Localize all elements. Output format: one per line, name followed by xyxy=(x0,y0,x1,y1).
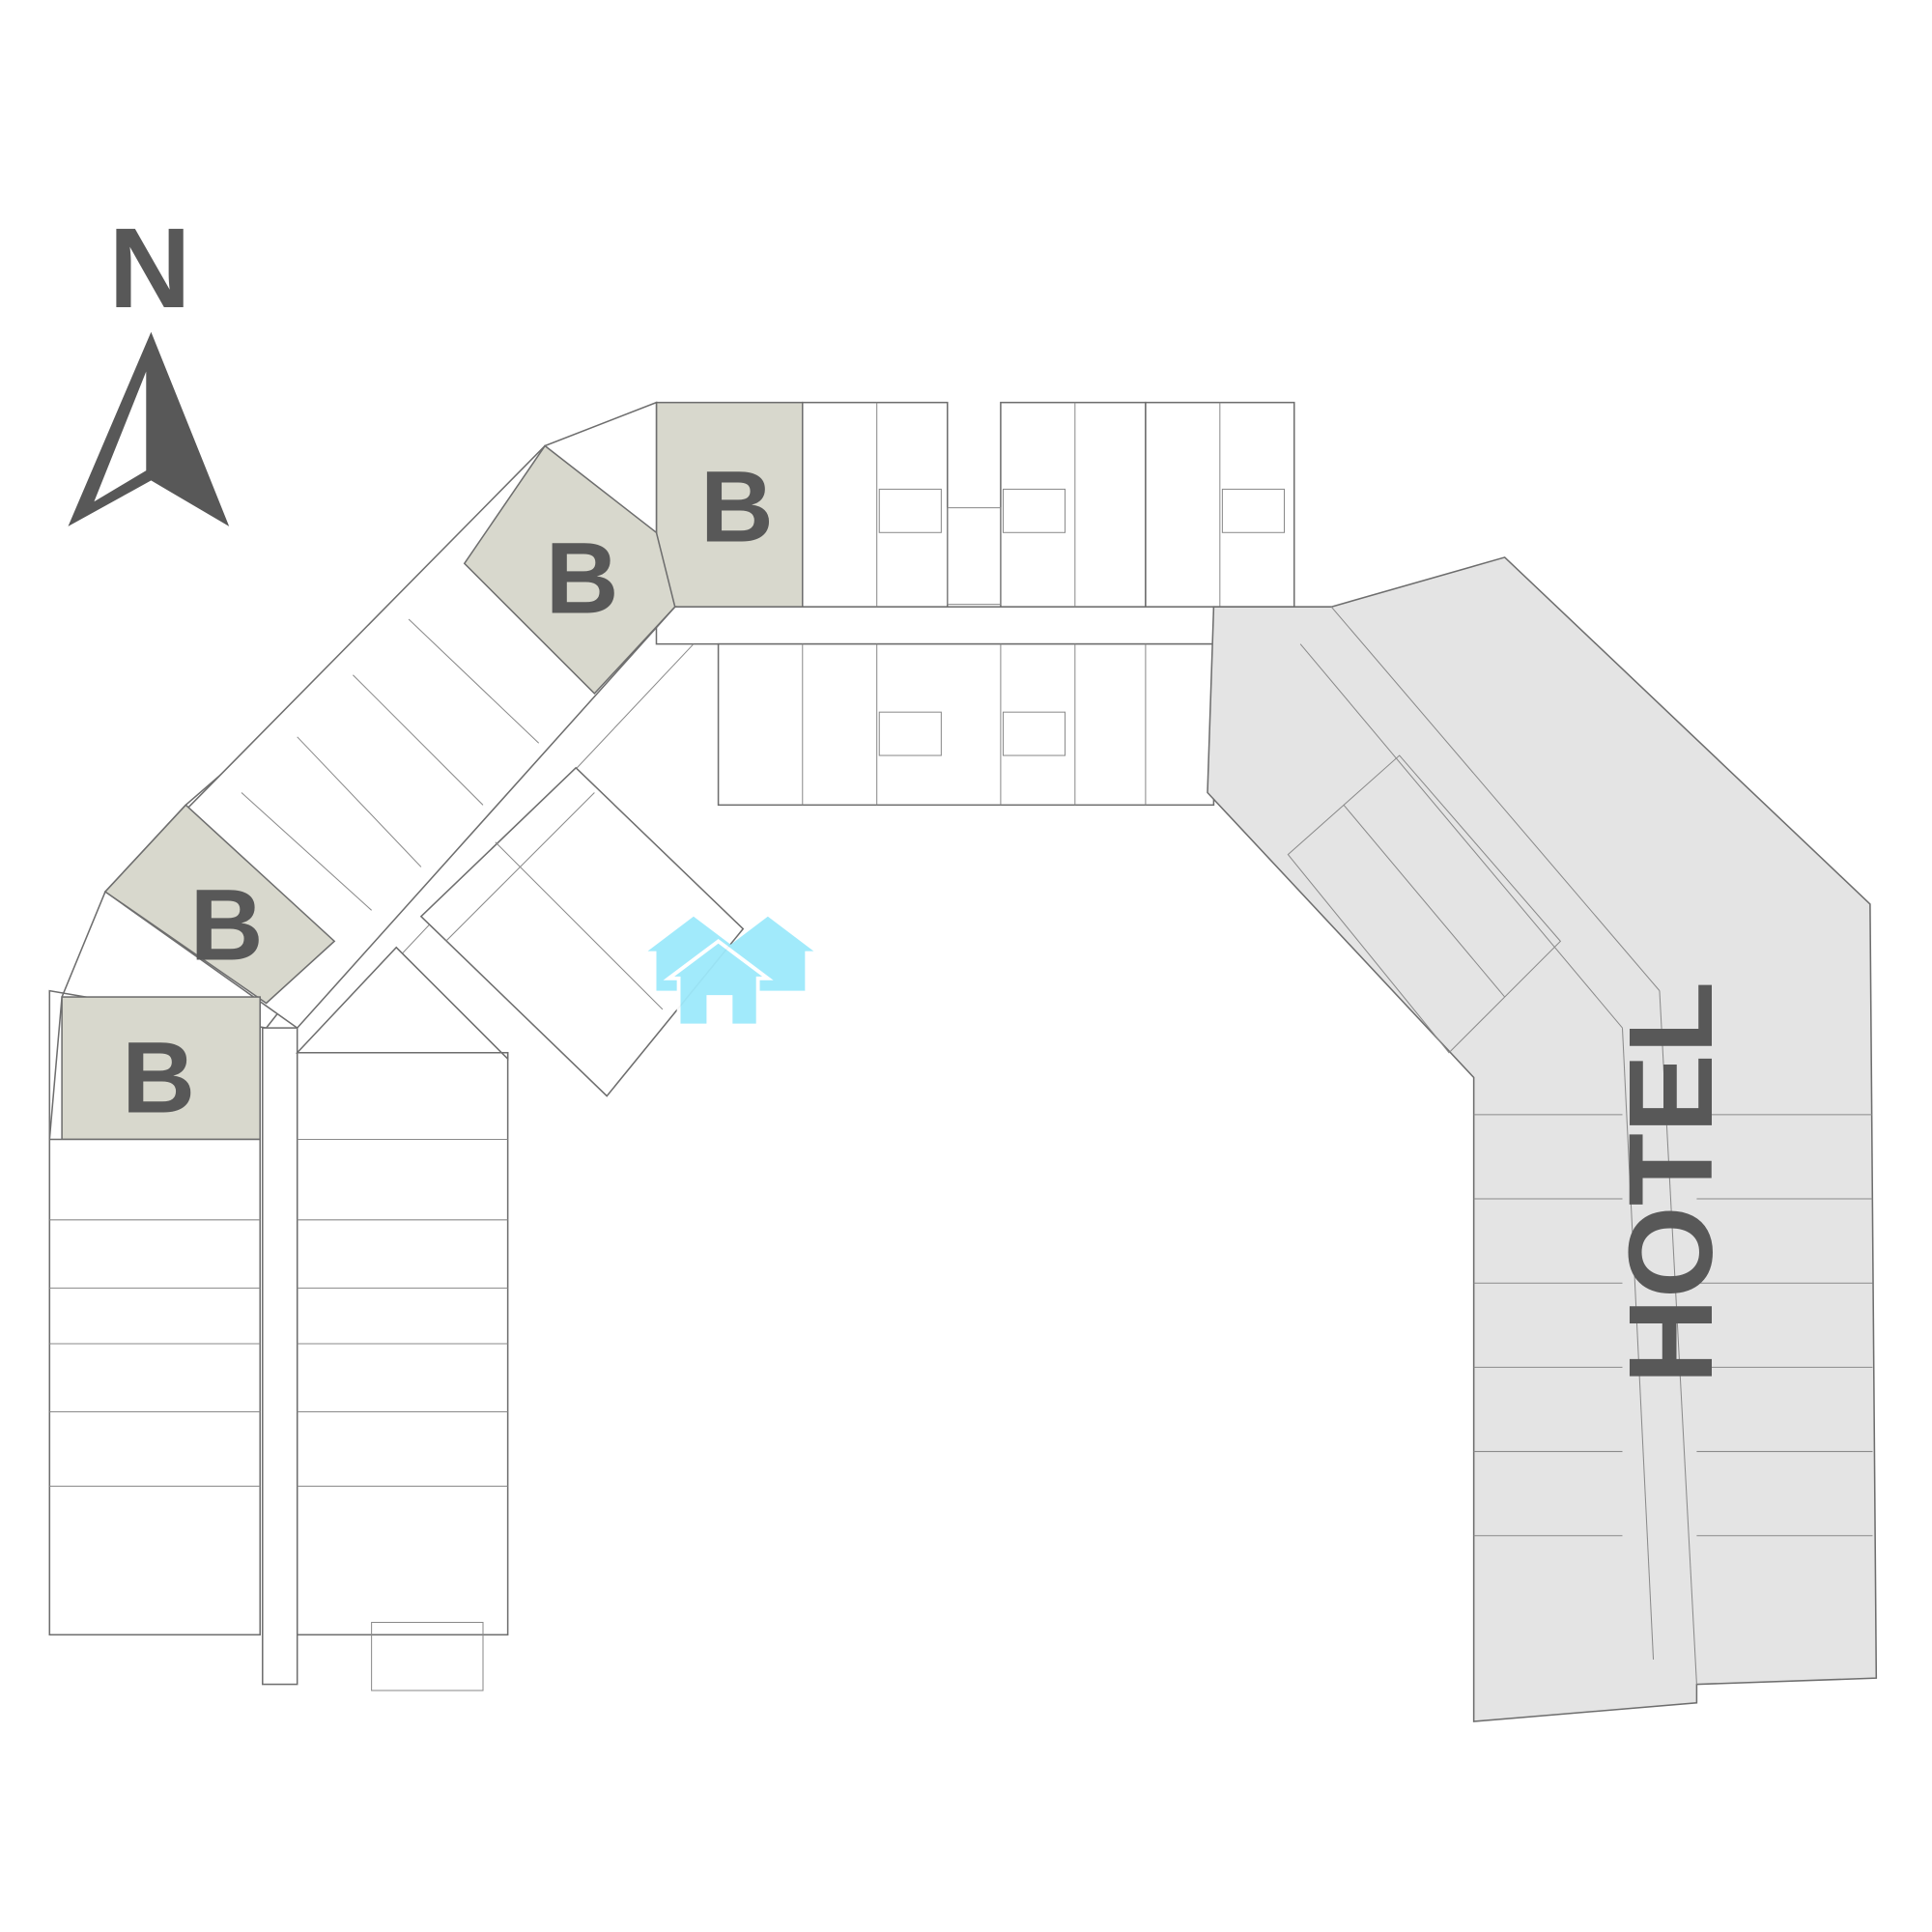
hotel-label: HOTEL xyxy=(1605,981,1738,1384)
unit-b-upper[interactable] xyxy=(463,444,676,696)
north-arrow-icon xyxy=(68,331,230,526)
west-wing xyxy=(48,946,509,1691)
home-location-icon[interactable] xyxy=(647,916,814,1028)
north-block xyxy=(655,401,1295,807)
unit-b-label: B xyxy=(700,450,774,563)
unit-b-middle[interactable] xyxy=(103,804,336,1005)
unit-b-label: B xyxy=(546,523,619,636)
core-stair-elevator xyxy=(419,766,745,1097)
unit-b-label: B xyxy=(122,1021,195,1134)
hotel-wing xyxy=(1207,556,1878,1722)
north-label: N xyxy=(109,204,191,331)
unit-b-label: B xyxy=(190,869,264,982)
hotel-area[interactable] xyxy=(1207,556,1878,1722)
unit-b-lower[interactable] xyxy=(61,996,261,1141)
unit-b-top[interactable] xyxy=(655,401,804,608)
